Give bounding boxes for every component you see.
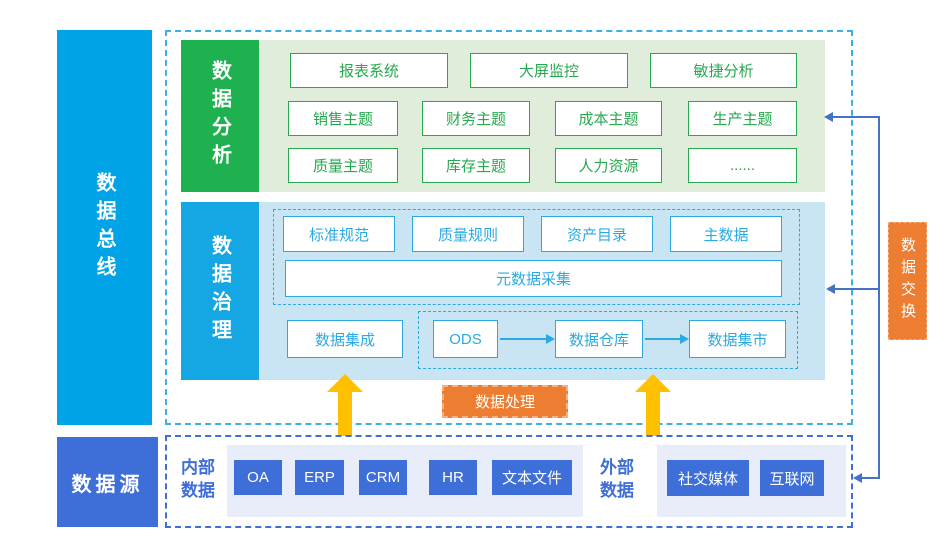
analysis-app-box: 报表系统 xyxy=(290,53,448,88)
source-system-box: CRM xyxy=(359,460,407,495)
analysis-theme-box: 财务主题 xyxy=(422,101,530,136)
source-system-box: ERP xyxy=(295,460,344,495)
source-system-box: 文本文件 xyxy=(492,460,572,495)
data-warehouse-box: 数据仓库 xyxy=(555,320,643,358)
ods-box: ODS xyxy=(433,320,498,358)
connector-vertical-line xyxy=(878,117,880,479)
governance-section-label-box: 数据治理 xyxy=(181,202,259,380)
external-data-label: 外部数据 xyxy=(600,458,634,500)
source-system-box: 互联网 xyxy=(760,460,824,496)
arrow-right-icon xyxy=(680,334,689,344)
internal-data-strip: OA ERP CRM HR 文本文件 xyxy=(227,445,583,517)
governance-tools-container xyxy=(273,209,800,305)
data-mart-box: 数据集市 xyxy=(689,320,786,358)
flow-arrow-line xyxy=(500,338,546,340)
platform-container xyxy=(165,30,853,425)
source-system-box: OA xyxy=(234,460,282,495)
analysis-theme-box: 销售主题 xyxy=(288,101,398,136)
data-bus-label: 数据总线 xyxy=(93,171,115,284)
internal-data-label: 内部数据 xyxy=(181,458,215,500)
arrow-left-icon xyxy=(826,284,835,294)
analysis-app-box: 大屏监控 xyxy=(470,53,628,88)
governance-content: 标准规范 质量规则 资产目录 主数据 元数据采集 数据集成 ODS 数据仓库 数… xyxy=(259,202,825,380)
governance-tool-box: 主数据 xyxy=(670,216,782,252)
analysis-section: 数据分析 报表系统 大屏监控 敏捷分析 销售主题 财务主题 成本主题 生产主题 … xyxy=(181,40,825,192)
flow-arrow-line xyxy=(645,338,680,340)
analysis-theme-box: 生产主题 xyxy=(688,101,797,136)
external-data-strip: 社交媒体 互联网 xyxy=(657,445,846,517)
data-exchange-label: 数据交换 xyxy=(899,237,916,325)
analysis-theme-box: 库存主题 xyxy=(422,148,530,183)
data-exchange-box: 数据交换 xyxy=(888,222,927,340)
governance-tool-box: 质量规则 xyxy=(412,216,524,252)
analysis-theme-box: 质量主题 xyxy=(288,148,398,183)
governance-tool-box: 资产目录 xyxy=(541,216,653,252)
governance-section: 数据治理 标准规范 质量规则 资产目录 主数据 元数据采集 数据集成 ODS 数… xyxy=(181,202,825,380)
connector-line xyxy=(832,116,880,118)
arrow-right-icon xyxy=(546,334,555,344)
arrow-left-icon xyxy=(824,112,833,122)
governance-section-label: 数据治理 xyxy=(208,235,231,347)
arrow-up-icon xyxy=(327,374,363,392)
analysis-app-box: 敏捷分析 xyxy=(650,53,797,88)
connector-line xyxy=(861,477,880,479)
arrow-up-icon xyxy=(635,374,671,392)
analysis-section-label: 数据分析 xyxy=(208,60,231,172)
data-processing-box: 数据处理 xyxy=(442,385,568,418)
arrow-up-shaft xyxy=(338,391,352,436)
data-integration-box: 数据集成 xyxy=(287,320,403,358)
metadata-collection-box: 元数据采集 xyxy=(285,260,782,297)
data-source-box: 数据源 xyxy=(57,437,158,527)
source-system-box: HR xyxy=(429,460,477,495)
analysis-content: 报表系统 大屏监控 敏捷分析 销售主题 财务主题 成本主题 生产主题 质量主题 … xyxy=(259,40,825,192)
source-system-box: 社交媒体 xyxy=(667,460,749,496)
data-bus-bar: 数据总线 xyxy=(57,30,152,425)
analysis-theme-box: ...... xyxy=(688,148,797,183)
analysis-section-label-box: 数据分析 xyxy=(181,40,259,192)
analysis-theme-box: 人力资源 xyxy=(555,148,662,183)
analysis-theme-box: 成本主题 xyxy=(555,101,662,136)
arrow-up-shaft xyxy=(646,391,660,436)
connector-line xyxy=(834,288,880,290)
governance-tool-box: 标准规范 xyxy=(283,216,395,252)
arrow-left-icon xyxy=(853,473,862,483)
data-source-container xyxy=(165,435,853,528)
warehouse-pipeline-container xyxy=(418,311,798,369)
